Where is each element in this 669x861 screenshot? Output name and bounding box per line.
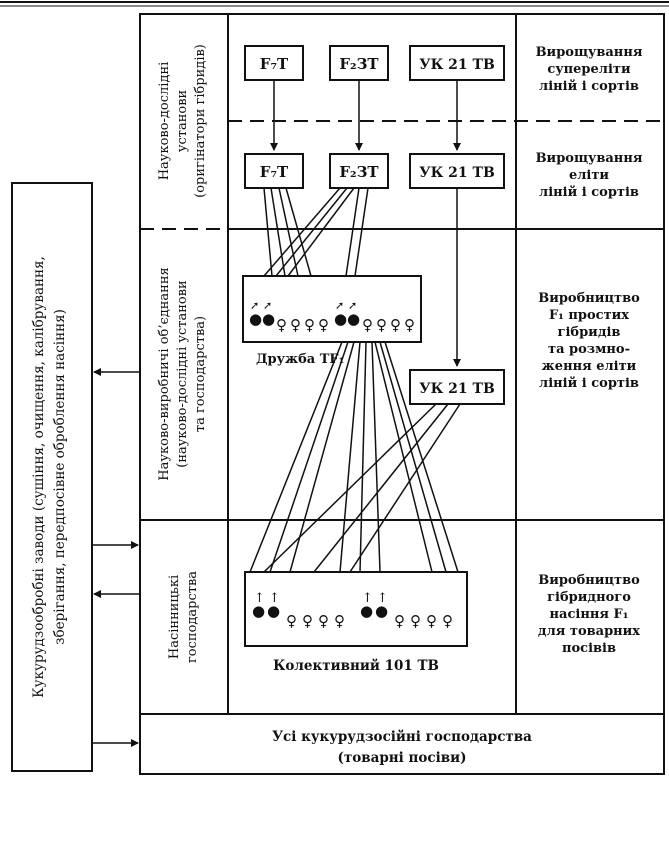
box-f2zt-elite xyxy=(329,153,389,189)
svg-text:➚: ➚ xyxy=(335,299,344,312)
connections-druzhba-to-kolektyvnyi xyxy=(249,341,459,573)
svg-text:та розмно-: та розмно- xyxy=(548,342,630,357)
svg-text:♀: ♀ xyxy=(304,316,315,334)
box-f7t-elite-label: F₇T xyxy=(260,163,289,181)
svg-text:насіння F₁: насіння F₁ xyxy=(550,607,629,622)
svg-text:F₁ простих: F₁ простих xyxy=(549,308,629,323)
svg-text:♀: ♀ xyxy=(286,612,297,630)
connections-elite-to-druzhba xyxy=(263,187,369,277)
svg-text:●: ● xyxy=(360,602,373,620)
svg-text:➚: ➚ xyxy=(263,299,272,312)
box-uk21-mid xyxy=(409,369,505,405)
box-f7t-super-label: F₇T xyxy=(260,55,289,73)
seed-farms-label-1: Насінницькі xyxy=(167,575,182,659)
druzhba-label: Дружба ТF₁ xyxy=(256,352,344,367)
research-label-2: установи xyxy=(175,90,190,152)
svg-text:♀: ♀ xyxy=(276,316,287,334)
svg-text:●: ● xyxy=(347,310,360,328)
box-f7t-elite xyxy=(244,153,304,189)
box-f2zt-super-label: F₂ЗТ xyxy=(339,55,379,73)
svg-text:Вирощування: Вирощування xyxy=(536,151,643,166)
svg-text:Вирощування: Вирощування xyxy=(536,45,643,60)
kolektyvnyi-label: Колективний 101 ТВ xyxy=(273,658,439,674)
svg-text:↑: ↑ xyxy=(269,591,280,606)
processing-plants-panel xyxy=(11,182,93,772)
bottom-label-2: (товарні посіви) xyxy=(337,750,466,766)
svg-text:♀: ♀ xyxy=(290,316,301,334)
svg-text:♀: ♀ xyxy=(426,612,437,630)
svg-text:♀: ♀ xyxy=(302,612,313,630)
box-f2zt-elite-label: F₂ЗТ xyxy=(339,163,379,181)
druzhba-plants: ●● ➚➚ ♀ ♀ ♀ ♀ ●● ➚➚ ♀ ♀ ♀ ♀ xyxy=(249,299,415,334)
processing-plants-line1: Кукурудзообробні заводи (сушіння, очищен… xyxy=(31,256,47,698)
box-uk21-elite xyxy=(409,153,505,189)
processing-plants-line2: зберігання, передпосівне оброблення насі… xyxy=(52,309,68,645)
svg-text:●: ● xyxy=(267,602,280,620)
right-label-f1-production: Виробництво F₁ простих гібридів та розмн… xyxy=(538,291,640,391)
research-label-3: (оригінатори гібридів) xyxy=(193,44,208,198)
svg-text:гібридів: гібридів xyxy=(558,325,621,340)
kolektyvnyi-plants: ●● ↑↑ ♀ ♀ ♀ ♀ ●● ↑↑ ♀ ♀ ♀ ♀ xyxy=(252,591,453,630)
svg-text:↑: ↑ xyxy=(377,591,388,606)
svg-text:↑: ↑ xyxy=(362,591,373,606)
box-f7t-super xyxy=(244,45,304,81)
right-label-hybrid-seed: Виробництво гібридного насіння F₁ для то… xyxy=(538,573,640,656)
svg-text:ліній і сортів: ліній і сортів xyxy=(539,79,639,94)
main-frame xyxy=(139,13,665,775)
svg-text:➚: ➚ xyxy=(348,299,357,312)
svg-text:посівів: посівів xyxy=(562,641,616,656)
svg-text:●: ● xyxy=(249,310,262,328)
production-label-2: (науково-дослідні установи xyxy=(175,280,190,467)
right-label-elite: Вирощування еліти ліній і сортів xyxy=(536,151,643,200)
bottom-label-1: Усі кукурудзосійні господарства xyxy=(272,729,532,745)
research-label-1: Науково-дослідні xyxy=(157,62,172,181)
svg-text:♀: ♀ xyxy=(334,612,345,630)
svg-text:●: ● xyxy=(375,602,388,620)
svg-text:●: ● xyxy=(334,310,347,328)
svg-text:для товарних: для товарних xyxy=(538,624,640,639)
svg-text:♀: ♀ xyxy=(404,316,415,334)
svg-text:♀: ♀ xyxy=(442,612,453,630)
svg-text:Виробництво: Виробництво xyxy=(538,573,640,588)
field-kolektyvnyi xyxy=(244,571,468,647)
svg-text:↑: ↑ xyxy=(254,591,265,606)
svg-text:●: ● xyxy=(252,602,265,620)
svg-text:супереліти: супереліти xyxy=(547,62,631,77)
seed-farms-label-2: господарства xyxy=(185,571,200,663)
box-uk21-super xyxy=(409,45,505,81)
svg-text:♀: ♀ xyxy=(410,612,421,630)
box-uk21-super-label: УК 21 ТВ xyxy=(419,57,495,73)
field-druzhba xyxy=(242,275,422,343)
production-label-3: та господарства) xyxy=(193,316,208,432)
svg-text:➚: ➚ xyxy=(250,299,259,312)
svg-text:гібридного: гібридного xyxy=(547,590,631,605)
svg-text:♀: ♀ xyxy=(390,316,401,334)
svg-text:♀: ♀ xyxy=(318,316,329,334)
svg-text:●: ● xyxy=(262,310,275,328)
svg-text:♀: ♀ xyxy=(376,316,387,334)
svg-text:ження еліти: ження еліти xyxy=(542,359,637,374)
svg-text:еліти: еліти xyxy=(569,168,609,183)
production-label-1: Науково-виробничі об’єднання xyxy=(157,267,172,480)
box-f2zt-super xyxy=(329,45,389,81)
right-label-super-elite: Вирощування супереліти ліній і сортів xyxy=(536,45,643,94)
svg-text:ліній і сортів: ліній і сортів xyxy=(539,376,639,391)
svg-text:♀: ♀ xyxy=(394,612,405,630)
svg-text:Виробництво: Виробництво xyxy=(538,291,640,306)
svg-text:ліній і сортів: ліній і сортів xyxy=(539,185,639,200)
svg-text:♀: ♀ xyxy=(318,612,329,630)
box-uk21-elite-label: УК 21 ТВ xyxy=(419,165,495,181)
box-uk21-mid-label: УК 21 ТВ xyxy=(419,381,495,397)
svg-text:♀: ♀ xyxy=(362,316,373,334)
connections-uk21-to-kolektyvnyi xyxy=(263,403,461,573)
